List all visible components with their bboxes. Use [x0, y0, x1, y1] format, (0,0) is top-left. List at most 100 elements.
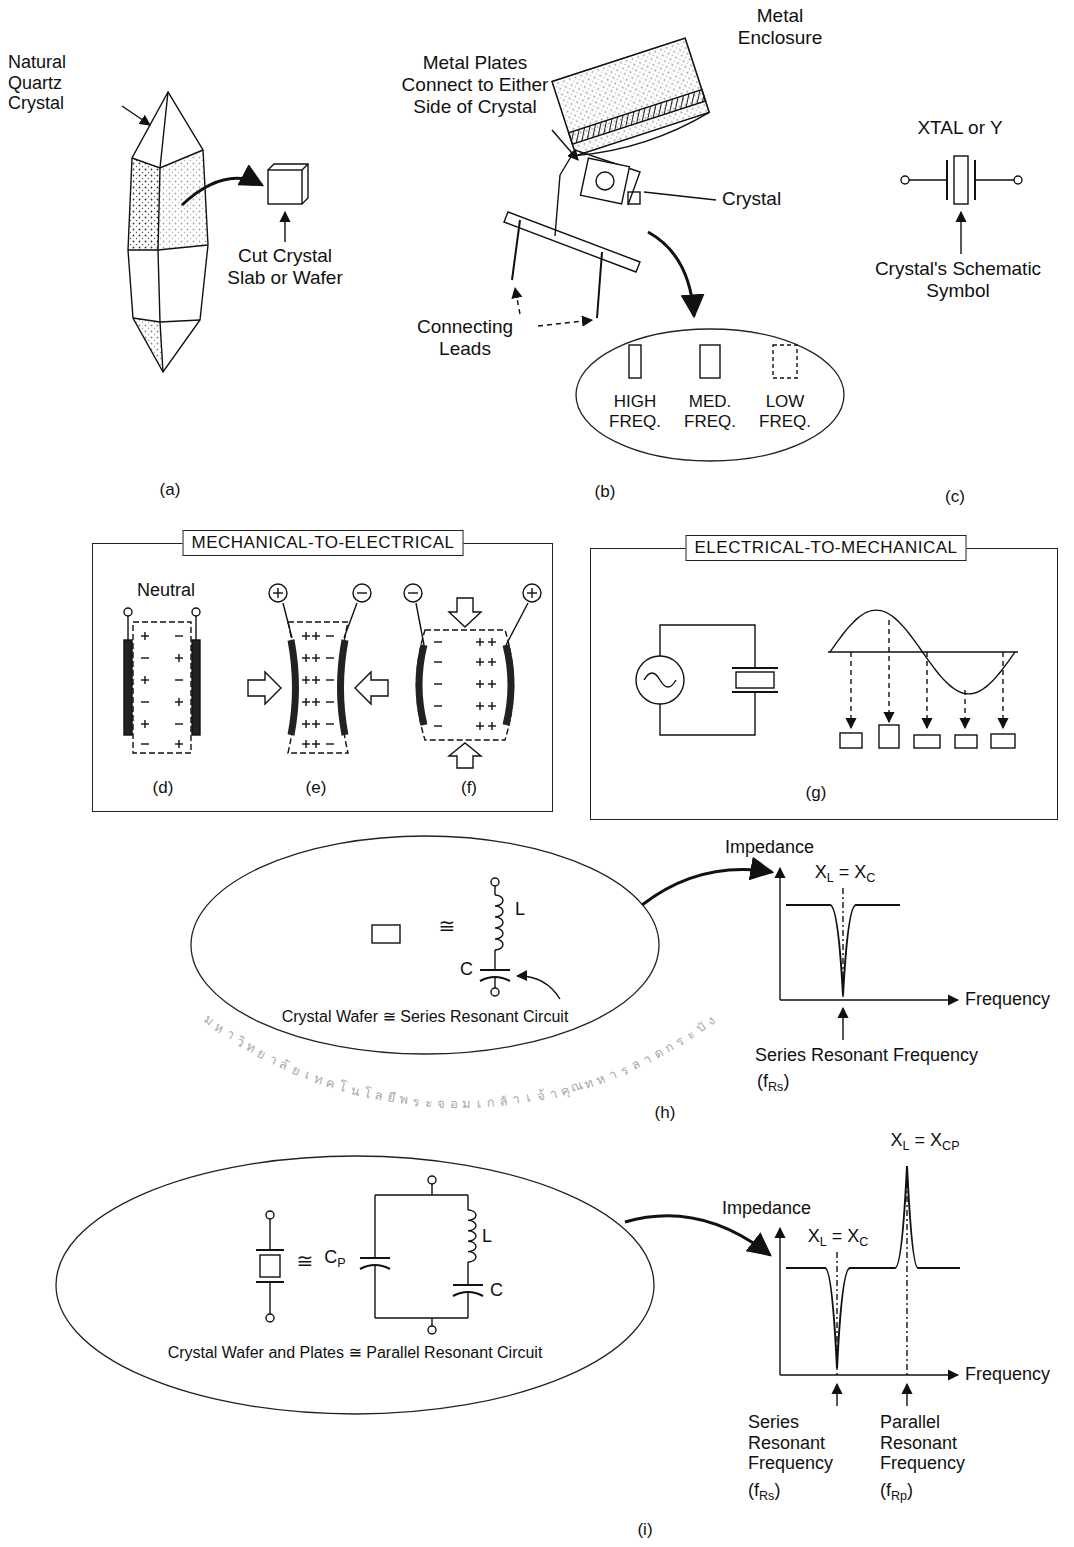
label: Parallel Resonant Frequency — [880, 1412, 984, 1474]
text-run: ) — [774, 1480, 780, 1500]
parallel-circuit — [269, 1219, 270, 1250]
leader — [284, 212, 285, 242]
compressed-crystal — [291, 640, 296, 735]
equivalent-ellipse: Crystal Wafer ≅ Series Resonant Circuit≅… — [190, 835, 660, 1055]
label: (fRp) — [880, 1480, 913, 1503]
charge-signs — [175, 679, 183, 680]
stretched-crystal — [419, 645, 424, 725]
charge-signs — [305, 740, 306, 748]
parallel-circuit — [428, 1326, 436, 1334]
watermark-letter: ะ — [684, 1027, 697, 1042]
charge-signs — [491, 722, 492, 730]
compressed-crystal — [344, 603, 357, 638]
crystal-holder — [597, 252, 602, 318]
watermark-letter: ยี — [387, 1091, 397, 1105]
watermark-letter: พ — [399, 1093, 410, 1107]
stretched-crystal — [506, 603, 528, 645]
parallel-circuit — [374, 1265, 375, 1318]
neutral-crystal — [127, 616, 128, 640]
watermark-letter: น — [349, 1083, 361, 1098]
charge-signs — [305, 654, 306, 662]
sine-wave — [850, 652, 851, 728]
subscript: L — [820, 1235, 827, 1249]
compressed-crystal — [357, 592, 367, 593]
wafer-sizes — [700, 345, 720, 378]
charge-signs — [315, 698, 316, 706]
sine-wave — [1002, 652, 1003, 728]
illustration — [122, 38, 1022, 1406]
watermark-letter: จ้ — [536, 1089, 546, 1103]
node-text: MED. FREQ. — [679, 392, 741, 431]
parallel-circuit — [375, 1194, 468, 1195]
metal-enclosure — [552, 38, 709, 155]
parallel-circuit — [266, 1314, 274, 1322]
metal-enclosure — [576, 112, 712, 163]
charge-signs — [315, 720, 316, 728]
node-text: C — [460, 959, 473, 980]
charge-signs — [434, 661, 442, 662]
text-run: = X — [834, 862, 867, 882]
watermark-letter: า — [267, 1052, 279, 1067]
node-text: CP — [324, 1247, 345, 1270]
crystal-symbol — [901, 176, 909, 184]
parallel-circuit — [467, 1292, 468, 1318]
subscript: CP — [942, 1139, 960, 1153]
neutral-crystal — [192, 608, 200, 616]
series-circuit — [372, 878, 510, 996]
parallel-circuit — [375, 1317, 468, 1318]
text-run: (f — [748, 1480, 759, 1500]
watermark-letter: เ — [303, 1068, 311, 1082]
watermark-letter: ณ — [570, 1079, 585, 1095]
watermark-letter: อ — [450, 1097, 458, 1110]
node-text: L — [482, 1226, 492, 1247]
node-text: Neutral — [137, 580, 195, 601]
watermark-letter: ร — [618, 1063, 630, 1078]
label: Series Resonant Frequency — [748, 1412, 852, 1474]
watermark-letter: ท — [583, 1076, 596, 1091]
parallel-graph — [779, 1228, 780, 1375]
sine-wave — [879, 725, 899, 748]
watermark-letter: า — [223, 1027, 236, 1042]
charge-signs — [305, 698, 306, 706]
series-circuit — [494, 886, 495, 895]
compressed-crystal — [288, 622, 348, 753]
watermark-letter: ด — [651, 1046, 664, 1061]
charge-signs — [144, 632, 145, 640]
series-circuit — [480, 969, 510, 971]
sine-wave — [840, 733, 862, 748]
stretched-crystal — [449, 598, 481, 627]
watermark-letter: ย — [290, 1063, 302, 1078]
crystal-symbol — [1014, 176, 1022, 184]
watermark-letter: า — [548, 1086, 558, 1100]
stretched-crystal — [408, 592, 418, 593]
charge-signs — [141, 701, 149, 702]
charge-signs — [141, 743, 149, 744]
subscript: Rs — [768, 1080, 783, 1094]
watermark-letter: ห — [212, 1020, 227, 1036]
label: Impedance — [725, 837, 814, 858]
label: (fRs) — [757, 1071, 789, 1094]
stretched-crystal — [531, 588, 532, 598]
node-text: (f) — [461, 778, 477, 798]
node-text: ≅ — [439, 915, 456, 938]
arrow — [648, 232, 694, 316]
label: Metal Enclosure — [725, 5, 835, 49]
watermark-letter: ล — [374, 1089, 384, 1103]
subscript: C — [866, 871, 875, 885]
wafer-sizes — [629, 345, 641, 378]
parallel-graph — [836, 1252, 837, 1375]
parallel-circuit — [266, 1211, 274, 1219]
charge-signs — [144, 720, 145, 728]
series-graph — [842, 888, 843, 1000]
charge-signs — [434, 683, 442, 684]
label: Crystal's Schematic Symbol — [848, 258, 1068, 302]
charge-signs — [326, 679, 334, 680]
subscript: C — [859, 1235, 868, 1249]
charge-signs — [315, 654, 316, 662]
metal-enclosure — [569, 90, 706, 145]
parallel-circuit — [467, 1195, 468, 1210]
arrow — [625, 1216, 770, 1255]
node-text: L — [515, 899, 525, 920]
parallel-circuit — [431, 1184, 432, 1195]
